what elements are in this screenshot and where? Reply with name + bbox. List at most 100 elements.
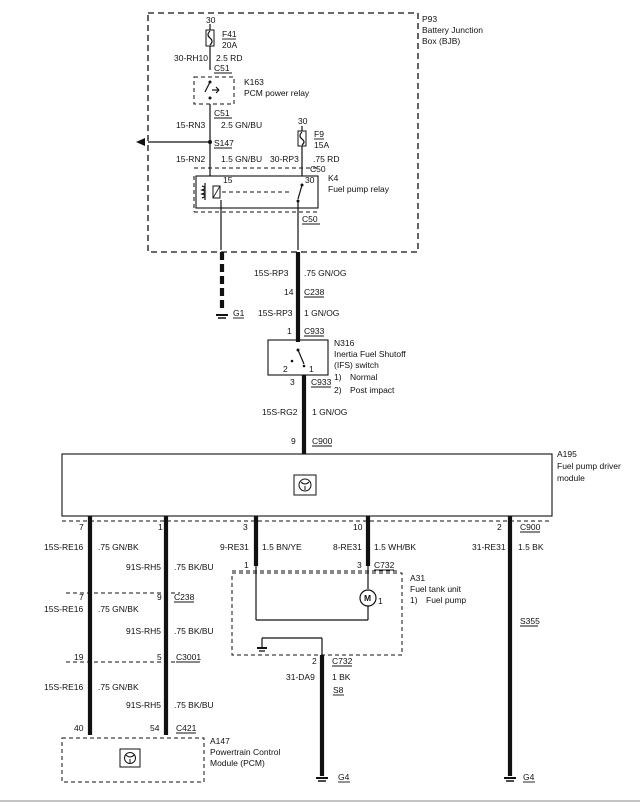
- c3001-pin19: 19: [74, 652, 84, 662]
- k4-name: Fuel pump relay: [328, 184, 390, 194]
- n316-pos2-num: 2): [334, 385, 342, 395]
- bjb-box: [147, 12, 419, 253]
- n316-pos1: Normal: [350, 372, 378, 382]
- wire-rn2-size: 1.5 GN/BU: [221, 154, 262, 164]
- wire-re31-31-size: 1.5 BK: [518, 542, 544, 552]
- c732-bottom-pin: 2: [312, 656, 317, 666]
- wire-re16-3-circuit: 15S-RE16: [44, 682, 83, 692]
- wire-rh10-circuit: 30-RH10: [174, 53, 208, 63]
- a31-name: Fuel tank unit: [410, 584, 462, 594]
- c238-top-pin: 14: [284, 287, 294, 297]
- k4-pin15: 15: [223, 175, 233, 185]
- wire-rp3-top-circuit: 30-RP3: [270, 154, 299, 164]
- c3001-pin5: 5: [157, 652, 162, 662]
- n316-name-line1: Inertia Fuel Shutoff: [334, 349, 406, 359]
- fuse-f41-pin: 30: [206, 15, 216, 25]
- c238-mid-pin9: 9: [157, 592, 162, 602]
- fuse-f9-rating: 15A: [314, 140, 329, 150]
- c732-top-pin3: 3: [357, 560, 362, 570]
- ground-g4-left: G4: [338, 772, 350, 782]
- wire-da9-circuit: 31-DA9: [286, 672, 315, 682]
- c933-top-pin: 1: [287, 326, 292, 336]
- a195-name-line1: Fuel pump driver: [557, 461, 621, 471]
- c732-top-pin1: 1: [244, 560, 249, 570]
- bjb-ref: P93: [422, 14, 437, 24]
- ifs-pin2: 2: [283, 364, 288, 374]
- ifs-switch-box: [267, 339, 329, 376]
- ecu-icon: [293, 474, 317, 496]
- n316-pos2: Post impact: [350, 385, 395, 395]
- relay-coil-icon: [200, 183, 206, 200]
- fuel-pump-driver-module: [61, 453, 553, 517]
- wire-rh5-3-size: .75 BK/BU: [174, 700, 214, 710]
- wire-re31-8-size: 1.5 WH/BK: [374, 542, 416, 552]
- wire-re31-9-circuit: 9-RE31: [220, 542, 249, 552]
- c732-bottom-ref: C732: [332, 656, 353, 666]
- c933-top-ref: C933: [304, 326, 325, 336]
- fuse-f9-pin: 30: [298, 116, 308, 126]
- pin-3: 3: [243, 522, 248, 532]
- bjb-name-line1: Battery Junction: [422, 25, 483, 35]
- pin-2: 2: [497, 522, 502, 532]
- k163-ref: K163: [244, 77, 264, 87]
- wire-rp3-mid-circuit: 15S-RP3: [254, 268, 289, 278]
- fuse-f41-ref: F41: [222, 29, 237, 39]
- c238-mid-pin7: 7: [79, 592, 84, 602]
- pin-1: 1: [158, 522, 163, 532]
- k4-relay-box: [195, 175, 319, 209]
- c900-top-pin: 9: [291, 436, 296, 446]
- a31-ref: A31: [410, 573, 425, 583]
- fuel-tank-unit-box: [231, 572, 403, 656]
- wire-rp3-top-size: .75 RD: [313, 154, 339, 164]
- wire-rh5-2-circuit: 91S-RH5: [126, 626, 161, 636]
- wire-rh5-1-circuit: 91S-RH5: [126, 562, 161, 572]
- c732-top-ref: C732: [374, 560, 395, 570]
- c900-bottom-ref: C900: [520, 522, 541, 532]
- fuse-f9-ref: F9: [314, 129, 324, 139]
- ifs-pin1: 1: [309, 364, 314, 374]
- wire-rg2-size: 1 GN/OG: [312, 407, 347, 417]
- k163-relay-box: [193, 76, 235, 105]
- c3001-ref: C3001: [176, 652, 201, 662]
- c421-pin40: 40: [74, 723, 84, 733]
- wire-re16-3-size: .75 GN/BK: [98, 682, 139, 692]
- n316-name-line2: (IFS) switch: [334, 360, 379, 370]
- a195-ref: A195: [557, 449, 577, 459]
- wire-re31-8-circuit: 8-RE31: [333, 542, 362, 552]
- bjb-name-line2: Box (BJB): [422, 36, 460, 46]
- c900-top-ref: C900: [312, 436, 333, 446]
- wire-da9-size: 1 BK: [332, 672, 351, 682]
- a31-item-num: 1): [410, 595, 418, 605]
- wire-rg2-circuit: 15S-RG2: [262, 407, 298, 417]
- pin-10: 10: [353, 522, 363, 532]
- c238-mid-ref: C238: [174, 592, 195, 602]
- wire-re31-9-size: 1.5 BN/YE: [262, 542, 302, 552]
- c238-top-ref: C238: [304, 287, 325, 297]
- a195-name-line2: module: [557, 473, 585, 483]
- splice-s355: S355: [520, 616, 540, 626]
- wire-re16-2-size: .75 GN/BK: [98, 604, 139, 614]
- c421-pin54: 54: [150, 723, 160, 733]
- motor-num: 1: [378, 596, 383, 606]
- a147-name-line1: Powertrain Control: [210, 747, 281, 757]
- a31-item: Fuel pump: [426, 595, 466, 605]
- c51-bottom-label: C51: [214, 108, 230, 118]
- c50-bottom-label: C50: [302, 214, 318, 224]
- wire-rh5-3-circuit: 91S-RH5: [126, 700, 161, 710]
- k4-pin30: 30: [305, 175, 315, 185]
- wire-rn3-size: 2.5 GN/BU: [221, 120, 262, 130]
- wire-re31-31-circuit: 31-RE31: [472, 542, 506, 552]
- k4-ref: K4: [328, 173, 339, 183]
- fuse-f41-rating: 20A: [222, 40, 237, 50]
- wire-rh5-2-size: .75 BK/BU: [174, 626, 214, 636]
- splice-s147: S147: [214, 138, 234, 148]
- n316-ref: N316: [334, 338, 355, 348]
- splice-s8: S8: [333, 685, 344, 695]
- wire-rp3-low-size: 1 GN/OG: [304, 308, 339, 318]
- motor-label: M: [364, 593, 371, 603]
- wire-re16-1-circuit: 15S-RE16: [44, 542, 83, 552]
- pcm-ecu-icon: [119, 748, 141, 768]
- wire-rn3-circuit: 15-RN3: [176, 120, 206, 130]
- wire-re16-1-size: .75 GN/BK: [98, 542, 139, 552]
- c50-top-label: C50: [310, 164, 326, 174]
